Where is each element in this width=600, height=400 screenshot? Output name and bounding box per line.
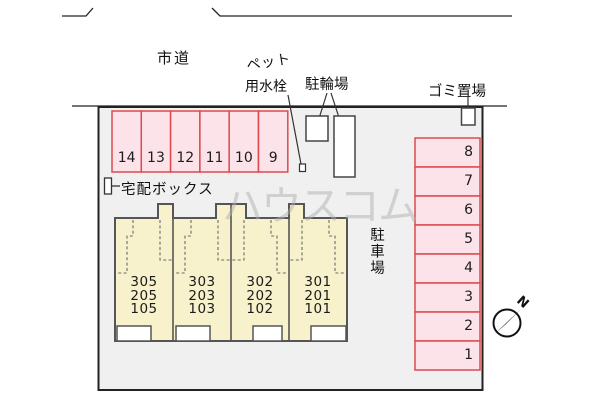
parking-stall-10: 10 <box>234 150 253 166</box>
parking-row-top <box>111 110 289 173</box>
parking-stall-4: 4 <box>464 260 473 276</box>
parking-stall-14: 14 <box>117 150 136 166</box>
pet-water-tap-icon <box>287 94 307 173</box>
unit-3-rooms: 302 202 102 <box>231 274 289 317</box>
room-number: 301 <box>304 274 332 290</box>
room-number: 202 <box>246 287 274 304</box>
parking-stall-9: 9 <box>268 150 278 166</box>
pet-water-tap-label-line2: 用水栓 <box>245 79 287 95</box>
delivery-box-label: 宅配ボックス <box>121 182 214 198</box>
parking-stall-5: 5 <box>464 231 473 247</box>
room-number: 205 <box>130 287 158 304</box>
parking-stall-8: 8 <box>464 144 473 160</box>
entrance-porches <box>116 325 347 342</box>
room-number: 305 <box>130 274 158 290</box>
unit-2-rooms: 303 203 103 <box>173 274 231 317</box>
garbage-area-icon <box>460 97 476 126</box>
unit-1-rooms: 305 205 105 <box>115 274 173 317</box>
bicycle-parking-label: 駐輪場 <box>305 77 349 93</box>
room-number: 302 <box>246 274 274 290</box>
parking-stall-12: 12 <box>176 150 195 166</box>
road-north-edge <box>62 7 512 17</box>
parking-stall-3: 3 <box>464 289 473 305</box>
room-number: 203 <box>188 287 216 304</box>
parking-column-right <box>414 137 481 371</box>
delivery-box-icon <box>103 177 120 195</box>
parking-stall-7: 7 <box>464 173 473 189</box>
interior-dashed-lines <box>116 220 346 274</box>
room-number: 102 <box>246 301 274 317</box>
parking-stall-1: 1 <box>464 347 473 363</box>
road-label: 市道 <box>157 49 192 67</box>
parking-lot-label: 駐車場 <box>368 227 384 277</box>
parking-stall-13: 13 <box>147 150 165 166</box>
parking-stall-6: 6 <box>464 202 473 218</box>
room-number: 105 <box>130 301 158 317</box>
unit-dividers <box>172 204 290 341</box>
parking-stall-11: 11 <box>205 150 224 166</box>
room-number: 103 <box>188 301 216 317</box>
parking-stall-2: 2 <box>464 318 473 334</box>
room-number: 101 <box>304 301 332 317</box>
garbage-area-label: ゴミ置場 <box>428 84 486 100</box>
unit-4-rooms: 301 201 101 <box>289 274 347 317</box>
bicycle-parking-icon <box>305 92 356 178</box>
room-number: 303 <box>188 274 216 290</box>
room-number: 201 <box>304 287 332 304</box>
compass-icon <box>492 308 522 338</box>
